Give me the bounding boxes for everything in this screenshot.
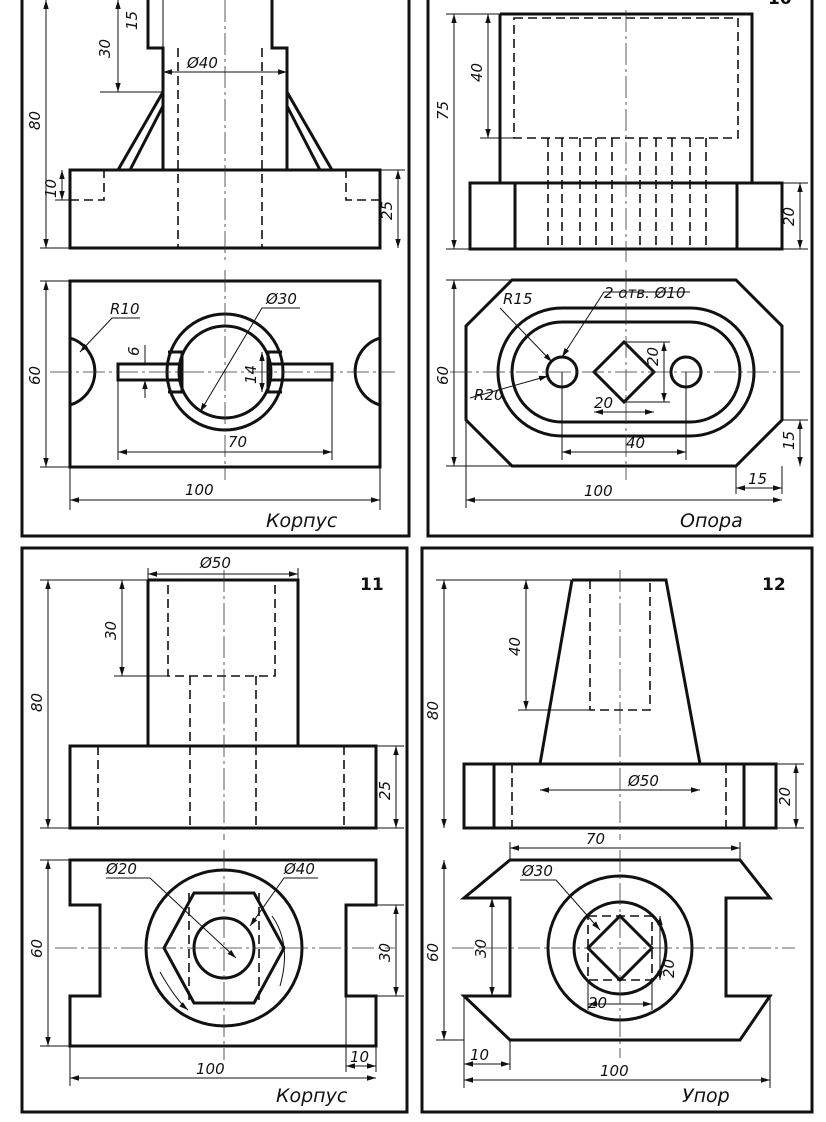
- front-view: [68, 0, 382, 260]
- dim-20: 20: [776, 787, 794, 806]
- panel-frame: [420, 546, 814, 1114]
- dim-100: 100: [185, 481, 214, 499]
- front-view: [462, 570, 778, 840]
- part-name-caption: Корпус: [266, 510, 338, 532]
- dim-70: 70: [228, 433, 247, 451]
- dim-15-chamfer-h: 15: [748, 470, 767, 488]
- dim-10: 10: [470, 1046, 489, 1064]
- dim-dia-20: Ø20: [105, 860, 137, 878]
- dim-dia-40: Ø40: [283, 860, 315, 878]
- top-view: [55, 850, 395, 1060]
- dim-60: 60: [424, 943, 442, 962]
- dim-r10: R10: [110, 300, 140, 318]
- front-view: [68, 570, 378, 840]
- task-number: 12: [762, 575, 786, 595]
- part-name-caption: Опора: [680, 510, 743, 532]
- dim-40: 40: [468, 63, 486, 82]
- dim-75: 75: [434, 101, 452, 120]
- dim-holes: 2 отв. Ø10: [604, 284, 686, 302]
- drawing-panel-korpus-1: 15 30 Ø40 80 10 25 R10 Ø30 6 14 60 70 10…: [20, 0, 411, 538]
- dimensions: [436, 579, 804, 1088]
- dim-70: 70: [586, 830, 605, 848]
- dim-20-square: 20: [644, 347, 662, 366]
- task-number: 10: [768, 0, 792, 9]
- dim-15: 15: [123, 11, 141, 30]
- dim-10: 10: [350, 1048, 369, 1066]
- panel-frame: [426, 0, 814, 538]
- dim-60: 60: [434, 366, 452, 385]
- dim-r15: R15: [503, 290, 533, 308]
- dim-100: 100: [600, 1062, 629, 1080]
- dim-dia-40: Ø40: [186, 54, 218, 72]
- front-view: [468, 10, 784, 262]
- part-name-caption: Корпус: [276, 1085, 348, 1107]
- dim-80: 80: [28, 693, 46, 712]
- dim-100: 100: [584, 482, 613, 500]
- dim-40-holes: 40: [626, 434, 645, 452]
- dim-dia-30: Ø30: [265, 290, 297, 308]
- dim-60: 60: [26, 366, 44, 385]
- dim-10: 10: [42, 179, 60, 198]
- task-number: 11: [360, 575, 384, 595]
- dim-80: 80: [424, 701, 442, 720]
- dim-15-chamfer-v: 15: [780, 431, 798, 450]
- dim-30-slot: 30: [376, 943, 394, 962]
- dim-dia-50: Ø50: [199, 554, 231, 572]
- dim-30: 30: [102, 621, 120, 640]
- drawing-panel-korpus-11: 11: [20, 546, 409, 1114]
- drawing-panel-upor-12: 12: [420, 546, 814, 1114]
- dim-100: 100: [196, 1060, 225, 1078]
- dim-dia-30: Ø30: [521, 862, 553, 880]
- dim-25: 25: [378, 201, 396, 220]
- dimensions: [446, 13, 808, 508]
- dim-40: 40: [506, 637, 524, 656]
- dim-r20: R20: [474, 386, 504, 404]
- panel-frame: [20, 546, 409, 1114]
- dim-25: 25: [376, 781, 394, 800]
- dim-dia-50: Ø50: [627, 772, 659, 790]
- dim-6: 6: [125, 346, 143, 356]
- dim-20: 20: [780, 207, 798, 226]
- top-view: [452, 850, 795, 1058]
- dimensions: [40, 568, 404, 1086]
- dimensions: [40, 0, 405, 510]
- dim-14: 14: [242, 365, 260, 384]
- panel-frame: [20, 0, 411, 538]
- part-name-caption: Упор: [682, 1085, 730, 1107]
- drawing-panel-opora-10: 10: [426, 0, 814, 538]
- dim-60: 60: [28, 939, 46, 958]
- dim-30-slot: 30: [472, 939, 490, 958]
- dim-20-square-h: 20: [588, 994, 607, 1012]
- dim-20-square-h: 20: [594, 394, 613, 412]
- dim-30: 30: [96, 39, 114, 58]
- dim-80: 80: [26, 111, 44, 130]
- dim-20-square-v: 20: [660, 959, 678, 978]
